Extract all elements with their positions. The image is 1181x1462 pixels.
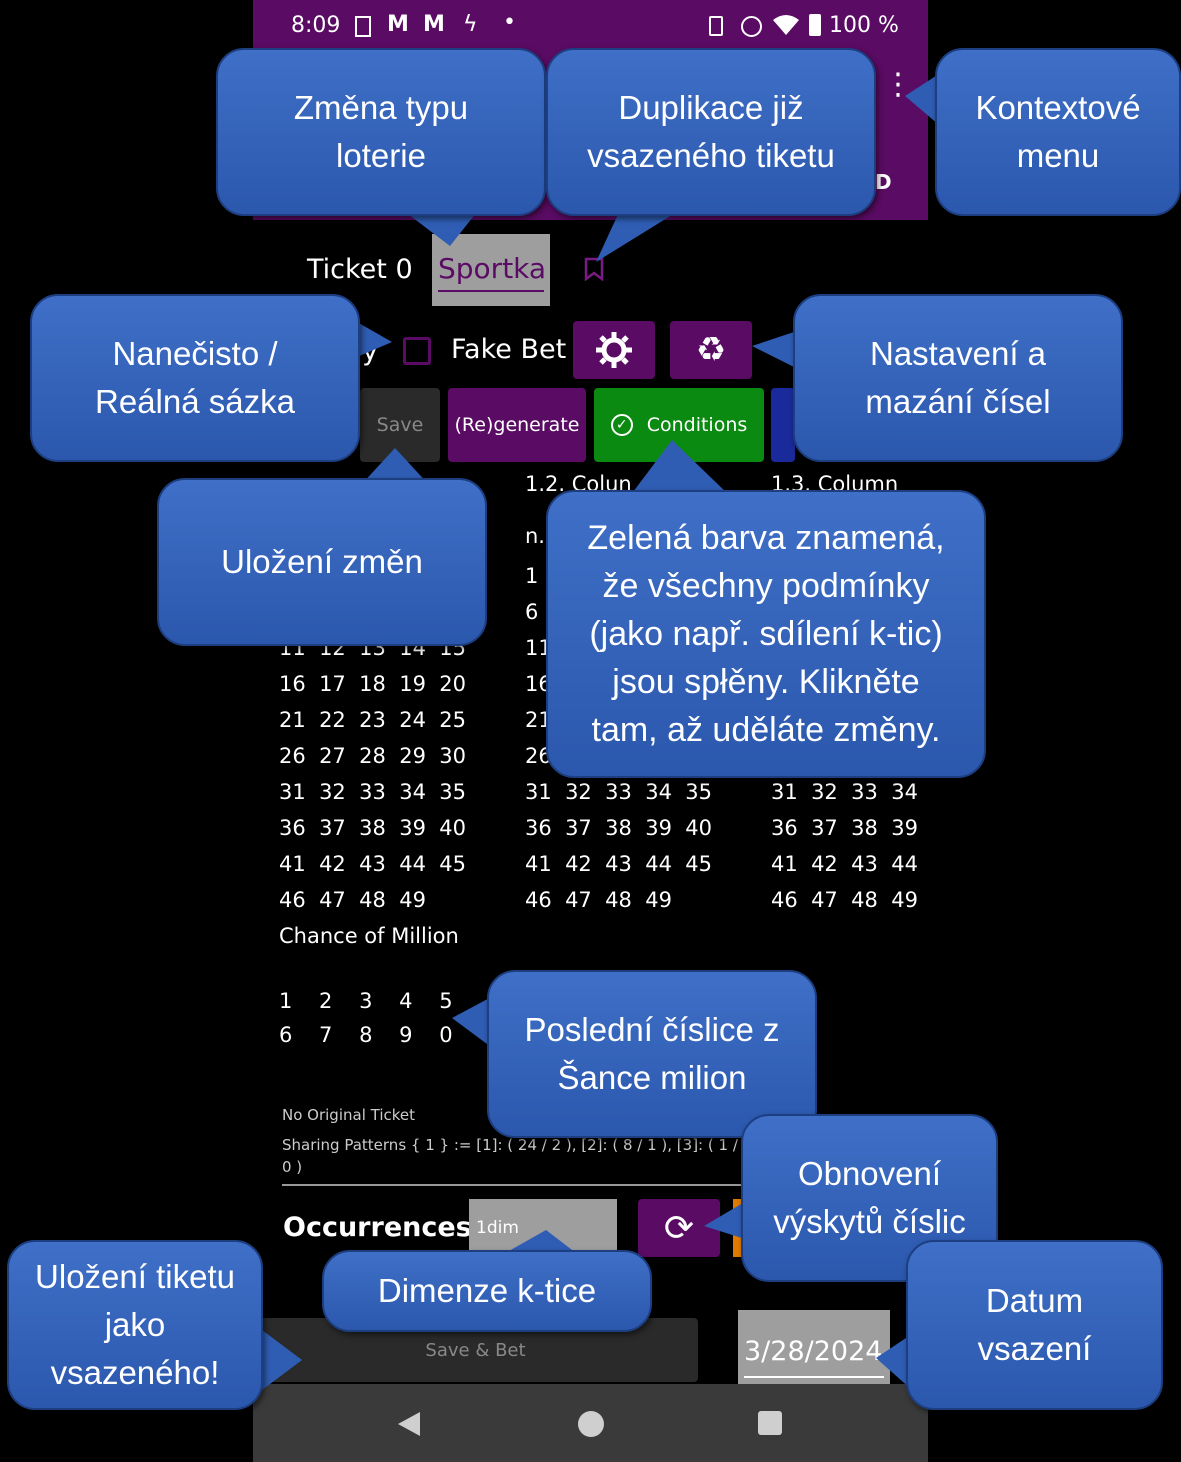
column-1-numbers[interactable]: 11 12 13 14 15 16 17 18 19 20 21 22 23 2… <box>279 630 466 918</box>
number-row[interactable]: 26 27 28 29 30 <box>279 744 467 768</box>
dnd-icon <box>741 16 762 37</box>
activity-icon: ϟ <box>463 12 478 37</box>
bet-date-field[interactable]: 3/28/2024 <box>738 1310 890 1384</box>
app-bar-partial-text: D <box>875 170 892 194</box>
number-row[interactable]: 6 <box>525 600 539 624</box>
extra-button[interactable] <box>771 388 795 462</box>
dimension-select[interactable]: 1dim <box>469 1199 617 1257</box>
number-row[interactable]: 46 47 48 49 <box>525 888 672 912</box>
chance-row[interactable]: 1 2 3 4 5 <box>279 989 453 1013</box>
recycle-button[interactable]: ♻ <box>670 321 752 379</box>
vibrate-icon <box>709 16 723 36</box>
bookmark-icon[interactable] <box>584 257 604 281</box>
chance-digits[interactable]: 1 2 3 4 5 6 7 8 9 0 <box>279 984 453 1052</box>
column-2-partial: n. <box>525 524 545 548</box>
regenerate-button-label: (Re)generate <box>454 414 580 436</box>
number-row[interactable]: 36 37 38 39 40 <box>279 816 467 840</box>
number-row[interactable]: 31 32 33 34 35 <box>525 780 713 804</box>
fake-bet-label: Fake Bet <box>451 334 567 365</box>
number-row[interactable]: 36 37 38 39 40 <box>525 816 713 840</box>
status-time: 8:09 <box>291 13 341 38</box>
callout-duplicate: Duplikace již vsazeného tiketu <box>546 48 876 216</box>
date-underline <box>744 1376 884 1378</box>
more-vert-icon[interactable]: ⋮ <box>883 67 913 102</box>
recycle-icon: ♻ <box>695 330 727 370</box>
home-icon[interactable] <box>578 1411 604 1437</box>
lottery-type-select[interactable]: Sportka <box>432 234 550 306</box>
callout-fake-real: Nanečisto / Reálná sázka <box>30 294 360 462</box>
ticket-label: Ticket 0 <box>307 254 413 285</box>
chance-title: Chance of Million <box>279 924 459 948</box>
number-row[interactable]: 41 42 43 44 <box>771 852 918 876</box>
callout-context-menu: Kontextové menu <box>935 48 1181 216</box>
callout-save-ticket: Uložení tiketu jako vsazeného! <box>7 1240 263 1410</box>
callout-conditions: Zelená barva znamená, že všechny podmínk… <box>546 490 986 778</box>
sharing-patterns-line1: Sharing Patterns { 1 } := [1]: ( 24 / 2 … <box>282 1136 768 1154</box>
divider <box>282 1184 752 1186</box>
wifi-icon <box>773 15 799 35</box>
number-row[interactable]: 31 32 33 34 <box>771 780 918 804</box>
battery-text: 100 % <box>829 13 899 38</box>
number-row[interactable]: 36 37 38 39 <box>771 816 918 840</box>
dimension-value: 1dim <box>476 1218 519 1238</box>
recents-icon[interactable] <box>758 1411 782 1435</box>
back-icon[interactable] <box>396 1410 422 1438</box>
callout-lottery-type: Změna typu loterie <box>216 48 546 216</box>
number-row[interactable]: 21 22 23 24 25 <box>279 708 467 732</box>
callout-save-changes: Uložení změn <box>157 478 487 646</box>
bet-date-value: 3/28/2024 <box>744 1336 883 1367</box>
column-2-numbers[interactable]: 1 6 11 16 21 26 31 32 33 34 35 36 37 38 … <box>525 558 712 918</box>
number-row[interactable]: 16 17 18 19 20 <box>279 672 467 696</box>
sim-icon <box>355 16 371 37</box>
navigation-bar <box>253 1384 928 1462</box>
refresh-occurrences-button[interactable]: ⟳ <box>638 1199 720 1257</box>
fake-bet-checkbox[interactable] <box>403 337 431 365</box>
save-button[interactable]: Save <box>360 388 440 462</box>
callout-last-digit: Poslední číslice z Šance milion <box>487 970 817 1138</box>
conditions-button[interactable]: ✓ Conditions <box>594 388 764 462</box>
sharing-patterns-line2: 0 ) <box>282 1158 303 1176</box>
callout-settings-delete: Nastavení a mazání čísel <box>793 294 1123 462</box>
column-3-numbers[interactable]: 31 32 33 34 36 37 38 39 41 42 43 44 46 4… <box>771 774 918 918</box>
gmail-icon-2: M <box>423 12 445 37</box>
callout-refresh-occurrences: Obnovení výskytů číslic <box>741 1114 998 1282</box>
number-row[interactable]: 31 32 33 34 35 <box>279 780 467 804</box>
number-row[interactable]: 1 <box>525 564 539 588</box>
check-circle-icon: ✓ <box>610 414 633 436</box>
save-bet-label: Save & Bet <box>425 1339 526 1361</box>
lottery-type-value: Sportka <box>438 252 547 285</box>
number-row[interactable]: 41 42 43 44 45 <box>525 852 713 876</box>
refresh-icon: ⟳ <box>663 1207 695 1249</box>
regenerate-button[interactable]: (Re)generate <box>448 388 586 462</box>
gmail-icon: M <box>387 12 409 37</box>
number-row[interactable]: 46 47 48 49 <box>279 888 426 912</box>
original-ticket-text: No Original Ticket <box>282 1106 416 1124</box>
callout-dimension: Dimenze k-tice <box>322 1250 652 1332</box>
number-row[interactable]: 46 47 48 49 <box>771 888 918 912</box>
number-row[interactable]: 41 42 43 44 45 <box>279 852 467 876</box>
select-underline <box>438 290 544 292</box>
occurrences-label: Occurrences <box>283 1212 472 1243</box>
battery-icon <box>809 14 821 36</box>
chance-row[interactable]: 6 7 8 9 0 <box>279 1023 453 1047</box>
toolbar-partial-label: y <box>362 336 378 367</box>
dot-icon: • <box>503 10 516 35</box>
settings-button[interactable] <box>573 321 655 379</box>
gear-icon <box>596 332 632 368</box>
callout-bet-date: Datum vsazení <box>906 1240 1163 1410</box>
conditions-button-label: Conditions <box>646 414 748 436</box>
save-button-label: Save <box>376 414 424 436</box>
